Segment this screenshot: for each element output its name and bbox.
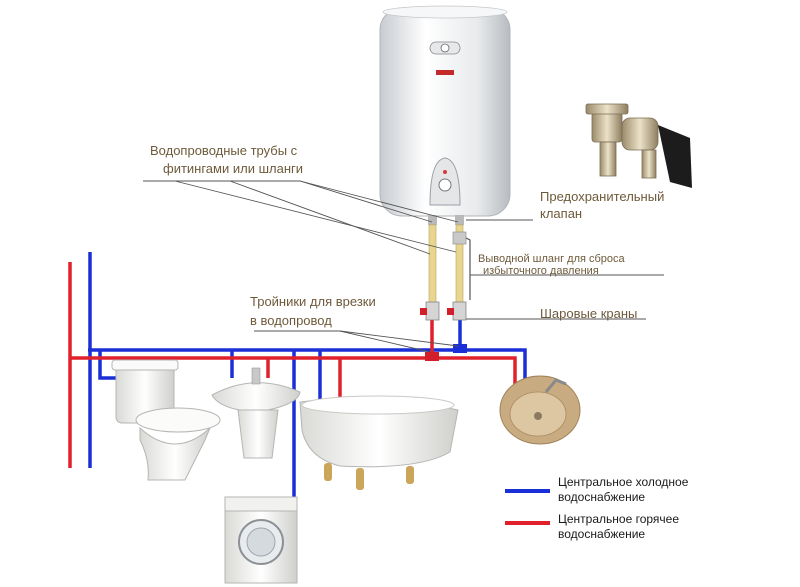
safety-valve-label-line2: клапан [540,206,582,221]
drain-hose [465,237,471,300]
ball-valve-handle-icon [447,308,454,315]
hot-main-pipe [70,356,517,392]
washing-machine-illustration [224,496,298,584]
pipes-label-line2: фитингами или шланги [163,161,303,176]
safety-valve-small-icon [452,231,467,245]
cold-tee-icon [453,344,467,353]
leader-lines [143,180,664,353]
sink-faucet-icon [544,378,567,393]
round-sink-illustration [499,375,581,445]
brand-logo [436,70,454,75]
hot-tee-icon [425,352,439,361]
legend-cold-label-line1: Центральное холодное [558,475,689,489]
drain-hose-label-line1: Выводной шланг для сброса [478,253,626,265]
hot-outlet-hose [428,224,437,304]
bathtub-foot-icon [324,463,332,481]
ball-valves-label: Шаровые краны [540,306,637,321]
thermometer-gauge-icon [429,41,461,55]
faucet-icon [251,367,261,385]
hot-water-pipes [68,262,517,468]
safety-valve-label-line1: Предохранительный [540,189,664,204]
legend-hot-label-line2: водоснабжение [558,527,645,541]
valve-lever-icon [658,125,692,188]
washbasin-illustration [211,367,301,459]
connection-hoses [428,215,471,304]
water-heater [379,5,511,217]
ball-valves [420,301,467,321]
bathtub-foot-icon [406,466,414,484]
tees-label-line2: в водопровод [250,313,332,328]
bathtub-foot-icon [356,468,364,490]
legend-hot-label-line1: Центральное горячее [558,512,679,526]
control-panel [429,157,461,206]
legend-cold-label-line2: водоснабжение [558,490,645,504]
tee-fittings [425,344,467,361]
pipes-label-line1: Водопроводные трубы с [150,143,298,158]
toilet-illustration [111,359,221,481]
tees-label-line1: Тройники для врезки [250,294,376,309]
safety-valve-illustration [585,103,692,188]
bathtub-illustration [299,395,459,490]
legend: Центральное холодное водоснабжение Центр… [505,475,689,541]
ball-valve-handle-icon [420,308,427,315]
thermostat-knob-icon [438,178,452,192]
drain-hose-label-line2: избыточного давления [483,265,599,277]
